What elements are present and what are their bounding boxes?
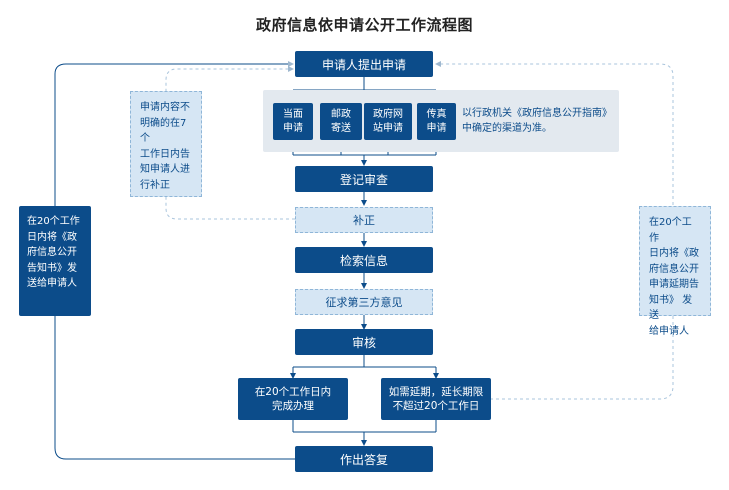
step-supplement: 补正 (295, 207, 433, 233)
channel-mail: 邮政 寄送 (320, 103, 362, 140)
left-notice-note: 在20个工作 日内将《政 府信息公开 告知书》发 送给申请人 (19, 206, 91, 316)
outcome-extension: 如需延期，延长期限 不超过20个工作日 (381, 378, 491, 420)
step-consult: 征求第三方意见 (295, 289, 433, 315)
supplement-note: 申请内容不 明确的在7个 工作日内告 知申请人进 行补正 (130, 91, 202, 197)
diagram-title: 政府信息依申请公开工作流程图 (255, 16, 473, 34)
step-submit: 申请人提出申请 (295, 51, 433, 77)
outcome-within-20-days: 在20个工作日内 完成办理 (238, 378, 348, 420)
right-extension-note: 在20个工作 日内将《政 府信息公开 申请延期告 知书》 发送 给申请人 (639, 206, 711, 337)
channel-website: 政府网 站申请 (364, 103, 412, 140)
channel-in-person: 当面 申请 (273, 103, 313, 140)
channel-fax: 传真 申请 (417, 103, 456, 140)
channel-note: 以行政机关《政府信息公开指南》 中确定的渠道为准。 (462, 108, 612, 134)
step-retrieve: 检索信息 (295, 247, 433, 273)
step-register: 登记审查 (295, 166, 433, 192)
step-review: 审核 (295, 329, 433, 355)
step-reply: 作出答复 (295, 446, 433, 472)
